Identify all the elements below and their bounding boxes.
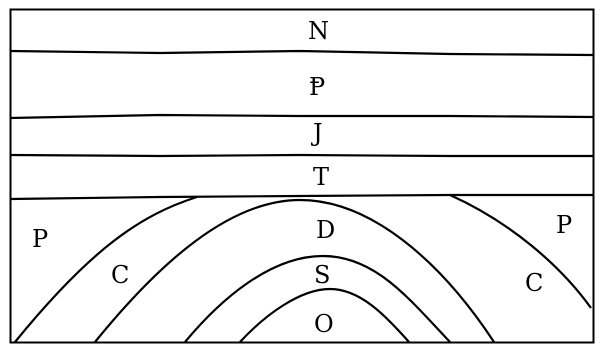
- section-frame: [11, 10, 594, 343]
- fold-contact-c-d: [95, 200, 494, 342]
- label-t: T: [313, 163, 329, 191]
- label-p-top: Ᵽ: [309, 73, 325, 101]
- label-d: D: [316, 216, 335, 244]
- label-n: N: [308, 17, 329, 45]
- contact-p-j: [10, 115, 593, 118]
- label-o: O: [314, 310, 334, 338]
- fold-contact-p-c: [15, 195, 591, 342]
- contact-n-p: [10, 51, 593, 55]
- label-c-right: C: [525, 269, 543, 297]
- label-p-right: P: [556, 211, 572, 239]
- label-s: S: [314, 261, 330, 289]
- label-j: J: [310, 119, 323, 147]
- label-p-left: P: [32, 225, 48, 253]
- unconformity-surface: [10, 195, 593, 199]
- contact-j-t: [10, 155, 593, 156]
- label-c-left: C: [111, 261, 129, 289]
